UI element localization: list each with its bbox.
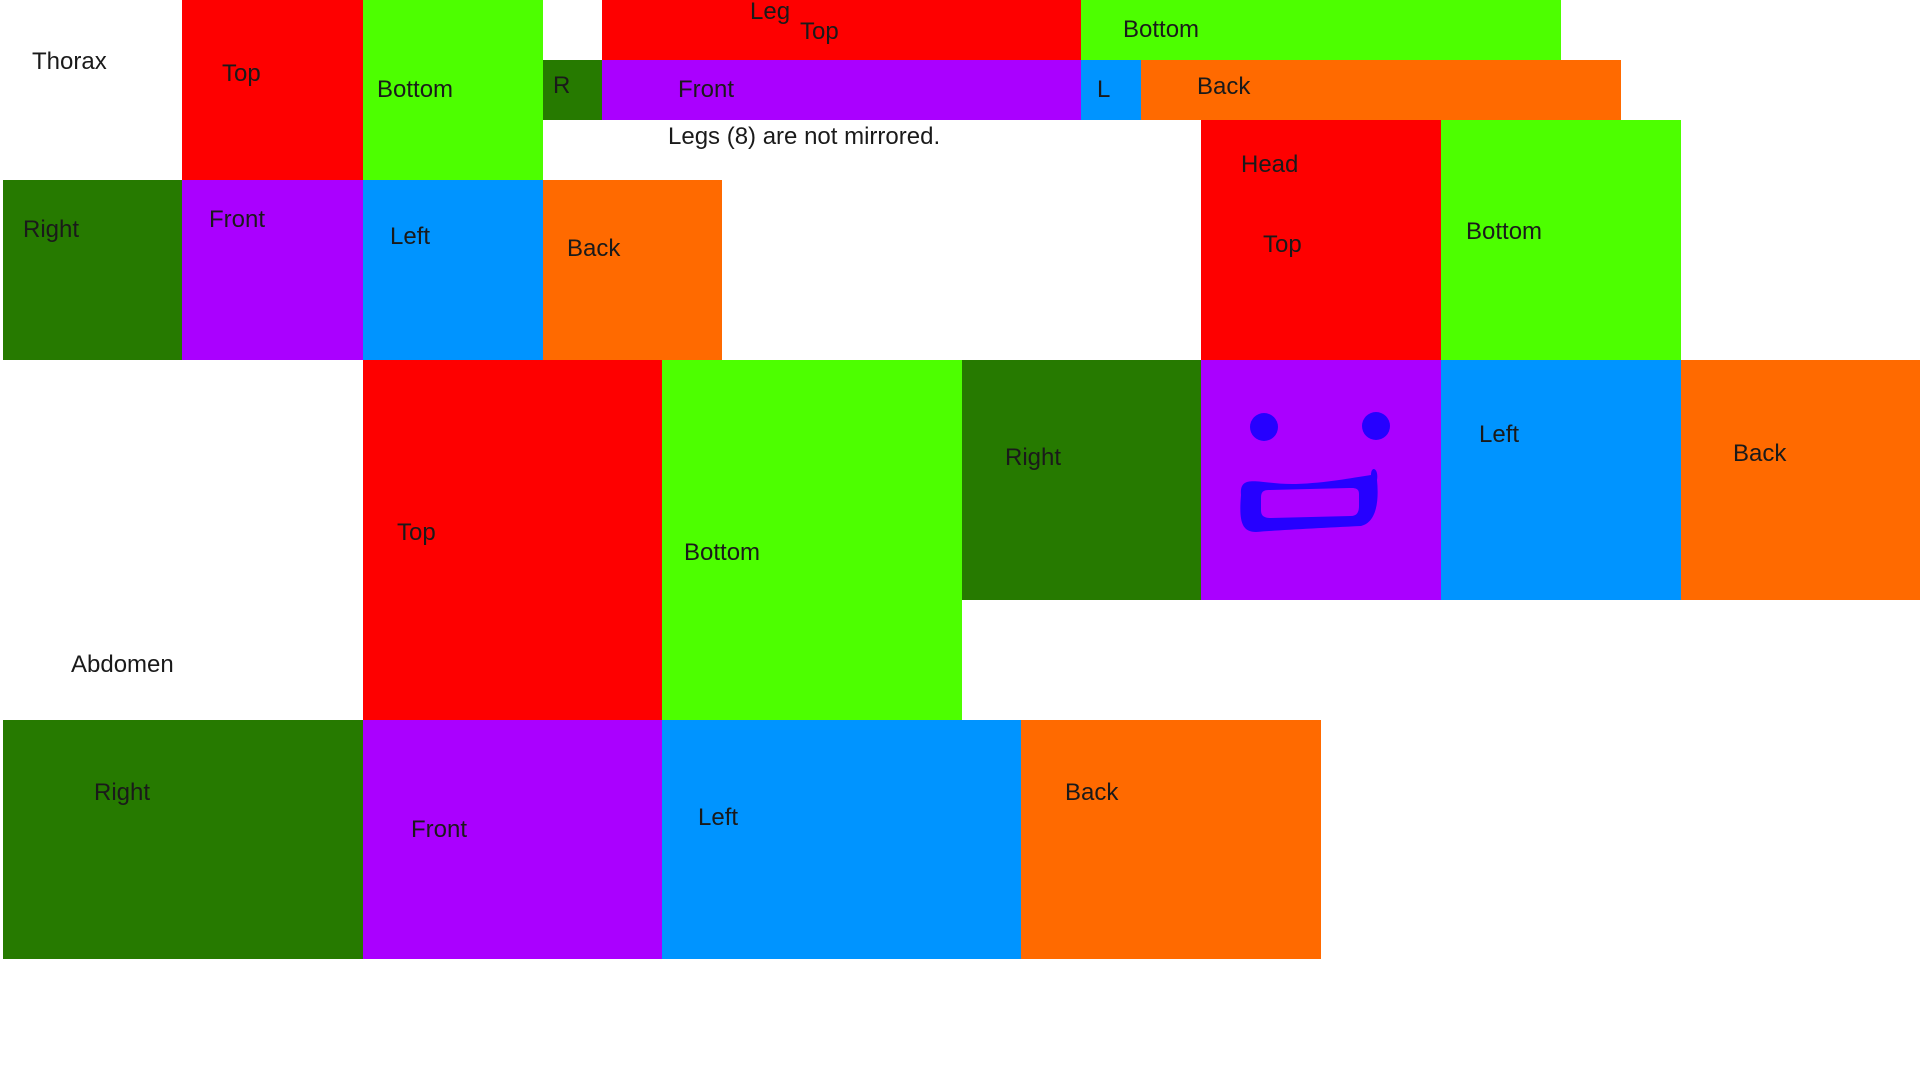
face-drawing-icon [1240,412,1390,532]
head-back-face: Back [1681,360,1920,600]
abdomen-front-label: Front [411,816,468,843]
right-eye-icon [1362,412,1390,440]
thorax-front-label: Front [209,206,266,233]
abdomen-left-label: Left [698,804,739,831]
head-bottom-label: Bottom [1466,218,1543,245]
thorax-top-face: Top [182,0,363,180]
head-right-face: Right [962,360,1201,600]
thorax-front-face: Front [182,180,363,360]
abdomen-back-face: Back [1021,720,1321,959]
abdomen-top-label: Top [397,519,436,546]
thorax-left-label: Left [390,223,431,250]
thorax-bottom-label: Bottom [377,76,454,103]
head-title: Head [1241,151,1299,178]
leg-left-face: L [1081,60,1141,120]
thorax-left-face: Left [363,180,543,360]
leg-back-face: Back [1141,60,1621,120]
leg-back-label: Back [1197,73,1251,100]
thorax-back-label: Back [567,235,621,262]
head-top-face: Head Top [1201,120,1441,360]
head-front-face [1201,360,1441,600]
abdomen-title: Abdomen [71,651,174,678]
head-left-label: Left [1479,421,1520,448]
left-eye-icon [1250,413,1278,441]
head-left-face: Left [1441,360,1681,600]
leg-top-face: Leg Top [602,0,1081,60]
leg-note: Legs (8) are not mirrored. [668,123,941,150]
head-right-label: Right [1005,444,1062,471]
leg-front-face: Front [602,60,1081,120]
thorax-top-label: Top [222,60,261,87]
leg-top-label: Top [800,18,839,45]
head-top-label: Top [1263,231,1302,258]
leg-front-label: Front [678,76,735,103]
abdomen-top-face: Top [363,360,662,720]
thorax-right-face: Right [3,180,182,360]
thorax-right-label: Right [23,216,80,243]
abdomen-front-face: Front [363,720,662,959]
leg-bottom-face: Bottom [1081,0,1561,60]
mouth-icon [1240,468,1378,532]
leg-bottom-label: Bottom [1123,16,1200,43]
thorax-title: Thorax [32,48,107,75]
leg-left-label: L [1097,76,1111,103]
head-back-label: Back [1733,440,1787,467]
head-bottom-face: Bottom [1441,120,1681,360]
leg-title: Leg [750,0,791,25]
thorax-bottom-face: Bottom [363,0,543,180]
abdomen-back-label: Back [1065,779,1119,806]
abdomen-bottom-face: Bottom [662,360,962,720]
abdomen-right-face: Right [3,720,363,959]
abdomen-bottom-label: Bottom [684,539,761,566]
leg-right-label: R [553,72,571,99]
abdomen-right-label: Right [94,779,151,806]
leg-right-face: R [543,60,602,120]
abdomen-left-face: Left [662,720,1021,959]
thorax-back-face: Back [543,180,722,360]
